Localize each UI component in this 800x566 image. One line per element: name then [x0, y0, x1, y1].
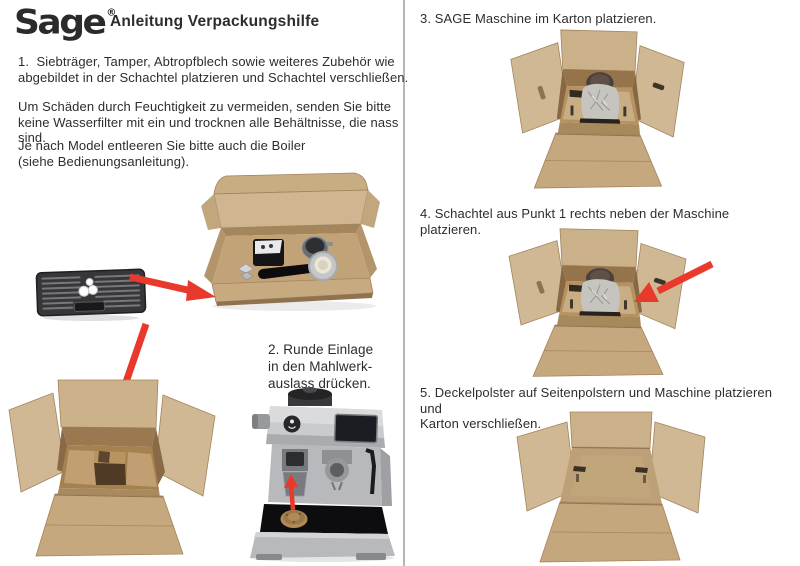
espresso-machine-graphic	[250, 387, 395, 562]
sage-logo: Sage®	[14, 3, 117, 42]
step-3-instructions: 3. SAGE Maschine im Karton platzieren.	[420, 11, 657, 26]
carton-with-machine-photo-step4	[500, 226, 690, 380]
step-2-instructions: 2. Runde Einlage in den Mahlwerk- auslas…	[268, 342, 374, 391]
empty-carton-photo	[6, 374, 220, 558]
moisture-note: Um Schäden durch Feuchtigkeit zu vermeid…	[18, 99, 399, 145]
carton-with-lid-pad-photo-step5	[512, 410, 708, 566]
accessory-box-graphic	[201, 172, 380, 311]
step-4-instructions: 4. Schachtel aus Punkt 1 rechts neben de…	[420, 206, 733, 237]
accessory-box-photo	[196, 166, 384, 318]
boiler-note: Je nach Model entleeren Sie bitte auch d…	[18, 138, 306, 169]
step-1-instructions: 1. Siebträger, Tamper, Abtropfblech sowi…	[18, 54, 409, 85]
espresso-machine-photo	[238, 386, 396, 562]
carton-with-machine-graphic	[510, 29, 685, 189]
red-arrow-up-icon	[284, 474, 298, 511]
carton-with-machine-photo-step3	[502, 27, 688, 192]
page-title: Anleitung Verpackungshilfe	[110, 13, 320, 30]
sage-logo-text: Sage	[14, 3, 107, 42]
drip-tray-graphic	[35, 268, 147, 321]
registered-trademark: ®	[106, 7, 117, 19]
step-5-instructions: 5. Deckelpolster auf Seitenpolstern und …	[420, 385, 773, 431]
drip-tray-photo	[30, 265, 152, 323]
carton-with-lid-pad-graphic	[516, 411, 706, 563]
red-arrow-left-icon	[626, 256, 718, 310]
carton-with-machine-graphic	[508, 228, 687, 377]
column-divider	[403, 0, 405, 566]
red-arrow-right-icon	[126, 270, 218, 304]
empty-carton-graphic	[8, 379, 216, 557]
